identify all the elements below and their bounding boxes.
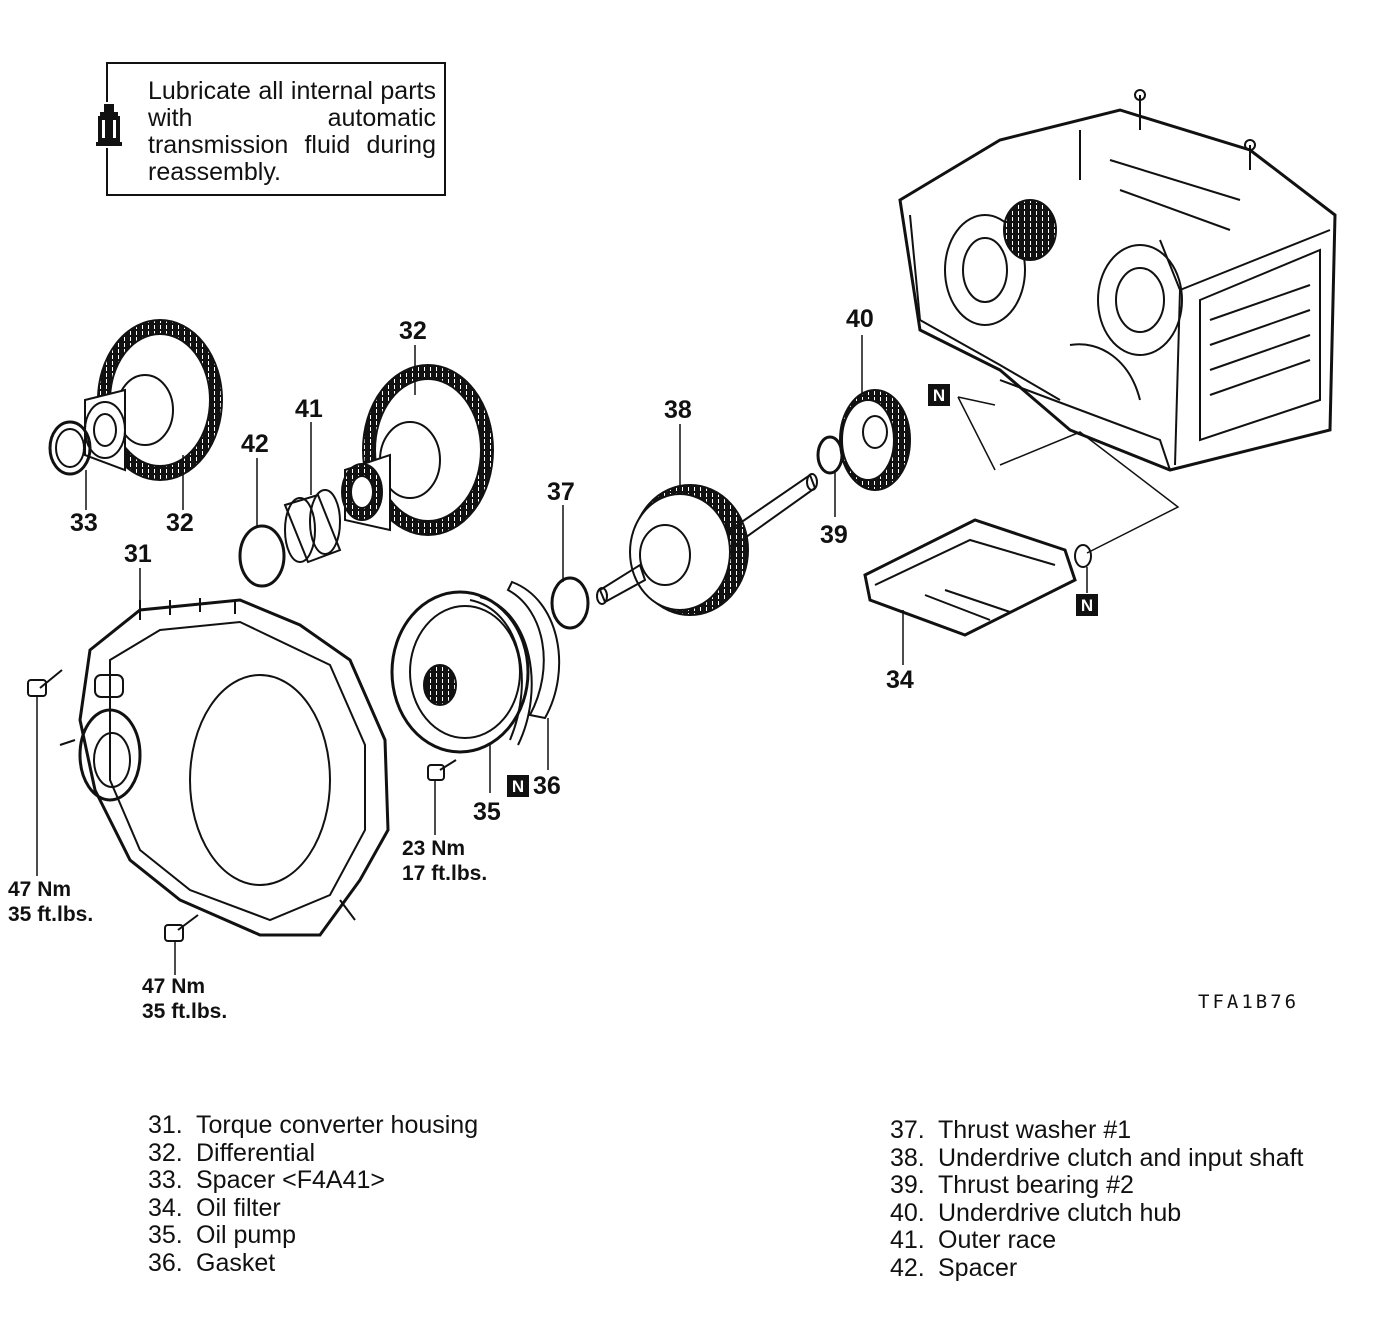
callout-38: 38: [664, 396, 692, 424]
torque-spec-housing-left: 47 Nm 35 ft.lbs.: [8, 877, 93, 927]
lubrication-note-text: Lubricate all internal parts with automa…: [148, 77, 436, 186]
thrust-bearing-drawing: [816, 435, 844, 475]
oil-pump-drawing: [390, 590, 533, 754]
transmission-case-drawing: [898, 89, 1337, 472]
outer-race-drawing: [283, 489, 342, 564]
callout-31: 31: [124, 540, 152, 568]
legend-item: 34.Oil filter: [148, 1193, 281, 1222]
n-badge-case: N: [928, 384, 950, 406]
callout-35: 35: [473, 798, 501, 826]
legend-item: 35.Oil pump: [148, 1221, 297, 1249]
gasket-drawing: [506, 580, 561, 720]
n-badge-o-ring: N: [1076, 594, 1098, 616]
legend-item: 36.Gasket: [148, 1248, 276, 1277]
torque-converter-housing-drawing: [59, 598, 390, 937]
underdrive-clutch-input-shaft-drawing: [596, 473, 818, 616]
callout-41: 41: [295, 395, 323, 423]
torque-spec-oil-pump: 23 Nm 17 ft.lbs.: [402, 836, 487, 886]
torque-nm: 23 Nm: [402, 837, 466, 860]
n-mark-leaders: [957, 396, 1180, 554]
legend-item: 32.Differential: [148, 1138, 316, 1167]
callout-leaders: [36, 335, 1088, 975]
spacer-ring-drawing: [238, 524, 286, 588]
legend-item: 33.Spacer <F4A41>: [148, 1166, 386, 1194]
torque-spec-housing-bottom: 47 Nm 35 ft.lbs.: [142, 974, 227, 1024]
callout-37: 37: [547, 478, 575, 506]
legend-item: 38.Underdrive clutch and input shaft: [890, 1143, 1304, 1172]
legend-item: 39.Thrust bearing #2: [890, 1171, 1134, 1199]
underdrive-clutch-hub-drawing: [839, 389, 911, 491]
legend-item: 41.Outer race: [890, 1226, 1057, 1254]
parts-legend-right: 37.Thrust washer #1 38.Underdrive clutch…: [890, 1116, 1304, 1282]
legend-item: 37.Thrust washer #1: [890, 1116, 1132, 1144]
callout-42: 42: [241, 430, 269, 458]
parts-legend-left: 31.Torque converter housing 32.Different…: [148, 1111, 479, 1277]
callout-39: 39: [820, 521, 848, 549]
oil-can-icon: [94, 102, 124, 148]
callout-36: 36: [533, 772, 561, 800]
torque-ftlbs: 17 ft.lbs.: [402, 862, 488, 885]
legend-item: 42.Spacer: [890, 1253, 1018, 1282]
differential-right-drawing: [341, 364, 494, 536]
torque-nm: 47 Nm: [142, 975, 206, 998]
torque-ftlbs: 35 ft.lbs.: [142, 1000, 228, 1023]
oil-filter-drawing: [863, 518, 1077, 637]
n-badge-gasket: N: [507, 775, 529, 797]
legend-item: 31.Torque converter housing: [148, 1111, 479, 1139]
o-ring-drawing: [1074, 544, 1092, 568]
torque-ftlbs: 35 ft.lbs.: [8, 903, 94, 926]
callout-32-top: 32: [399, 317, 427, 345]
legend-item: 40.Underdrive clutch hub: [890, 1198, 1182, 1227]
callout-32-left: 32: [166, 509, 194, 537]
callout-40: 40: [846, 305, 874, 333]
torque-nm: 47 Nm: [8, 878, 72, 901]
callout-34: 34: [886, 666, 914, 694]
differential-left-drawing: [48, 319, 223, 481]
lubrication-note: Lubricate all internal parts with automa…: [94, 62, 446, 196]
thrust-washer-drawing: [550, 576, 590, 630]
figure-reference-code: TFA1B76: [1198, 991, 1300, 1013]
callout-33: 33: [70, 509, 98, 537]
